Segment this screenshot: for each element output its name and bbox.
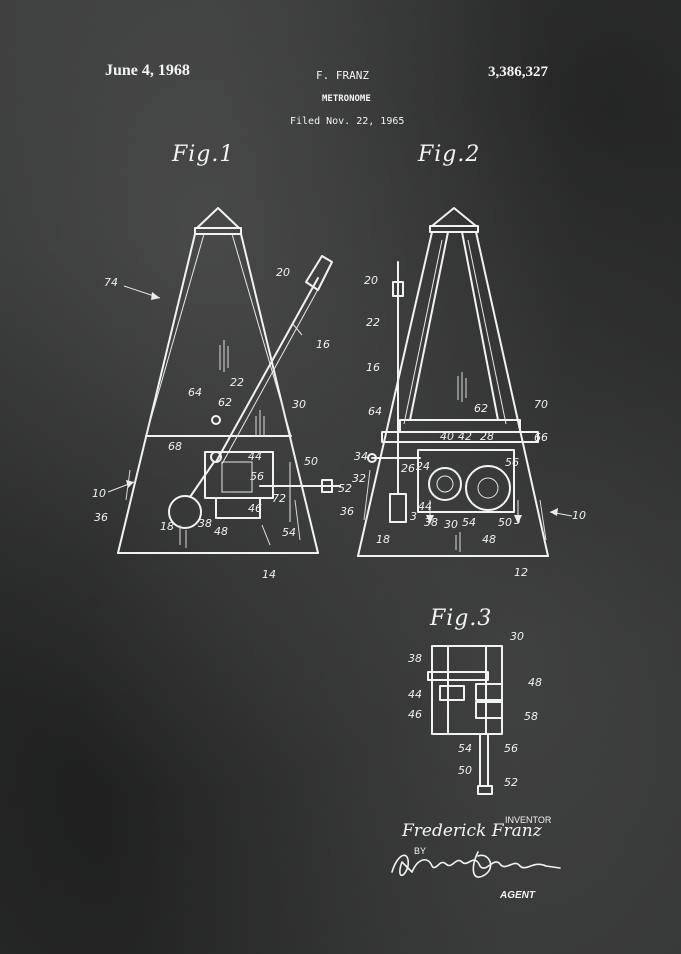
ref-label: 56 <box>504 742 518 755</box>
ref-label: 74 <box>104 276 118 289</box>
ref-label: 62 <box>218 396 232 409</box>
ref-label: 72 <box>272 492 286 505</box>
ref-label: 40 <box>440 430 454 443</box>
ref-label: 64 <box>368 405 382 418</box>
inventor-name: Frederick Franz <box>402 821 542 841</box>
ref-label: 62 <box>474 402 488 415</box>
ref-label: 18 <box>376 533 390 546</box>
ref-label: 48 <box>528 676 542 689</box>
ref-label: 26 <box>401 462 415 475</box>
patent-number: 3,386,327 <box>488 64 548 80</box>
ref-label: 38 <box>424 516 438 529</box>
filed-date: Filed Nov. 22, 1965 <box>290 116 405 127</box>
inventor-label: INVENTOR <box>505 815 552 825</box>
ref-label: 32 <box>352 472 366 485</box>
ref-label: 34 <box>354 450 368 463</box>
agent-label: AGENT <box>500 890 535 901</box>
ref-label: 44 <box>248 450 262 463</box>
ref-label: 50 <box>498 516 512 529</box>
ref-label: 64 <box>188 386 202 399</box>
ref-label: 44 <box>418 500 432 513</box>
ref-label: 10 <box>572 509 586 522</box>
ref-label: 56 <box>250 470 264 483</box>
ref-label: 46 <box>248 502 262 515</box>
patent-title: METRONOME <box>322 94 371 104</box>
ref-label: 54 <box>462 516 476 529</box>
ref-label: 30 <box>444 518 458 531</box>
ref-label: 54 <box>458 742 472 755</box>
by-label: BY <box>414 846 427 856</box>
ref-label: 58 <box>524 710 538 723</box>
ref-label: 68 <box>168 440 182 453</box>
ref-label: 28 <box>480 430 494 443</box>
ref-label: 3 <box>514 514 521 527</box>
ref-label: 52 <box>504 776 518 789</box>
ref-label: 48 <box>482 533 496 546</box>
ref-label: 16 <box>316 338 330 351</box>
ref-label: 10 <box>92 487 106 500</box>
ref-label: 46 <box>408 708 422 721</box>
ref-label: 22 <box>366 316 380 329</box>
ref-label: 30 <box>292 398 306 411</box>
ref-label: 50 <box>304 455 318 468</box>
ref-label: 56 <box>505 456 519 469</box>
ref-label: 20 <box>364 274 378 287</box>
ref-label: 70 <box>534 398 548 411</box>
ref-label: 18 <box>160 520 174 533</box>
ref-label: 50 <box>458 764 472 777</box>
ref-label: 44 <box>408 688 422 701</box>
ref-label: 36 <box>94 511 108 524</box>
ref-label: 3 <box>410 510 417 523</box>
ref-label: 24 <box>416 460 430 473</box>
ref-label: 42 <box>458 430 472 443</box>
ref-label: 30 <box>510 630 524 643</box>
ref-label: 36 <box>340 505 354 518</box>
ref-label: 38 <box>198 517 212 530</box>
ref-label: 38 <box>408 652 422 665</box>
inventor-heading: F. FRANZ <box>316 69 369 82</box>
ref-label: 14 <box>262 568 276 581</box>
ref-label: 20 <box>276 266 290 279</box>
ref-label: 22 <box>230 376 244 389</box>
fig2-label: Fig.2 <box>418 142 481 167</box>
ref-label: 66 <box>534 431 548 444</box>
ref-label: 48 <box>214 525 228 538</box>
ref-label: 54 <box>282 526 296 539</box>
patent-date: June 4, 1968 <box>105 62 190 79</box>
ref-label: 52 <box>338 482 352 495</box>
ref-label: 16 <box>366 361 380 374</box>
ref-label: 12 <box>514 566 528 579</box>
fig1-label: Fig.1 <box>172 142 235 167</box>
fig3-label: Fig.3 <box>430 606 493 631</box>
